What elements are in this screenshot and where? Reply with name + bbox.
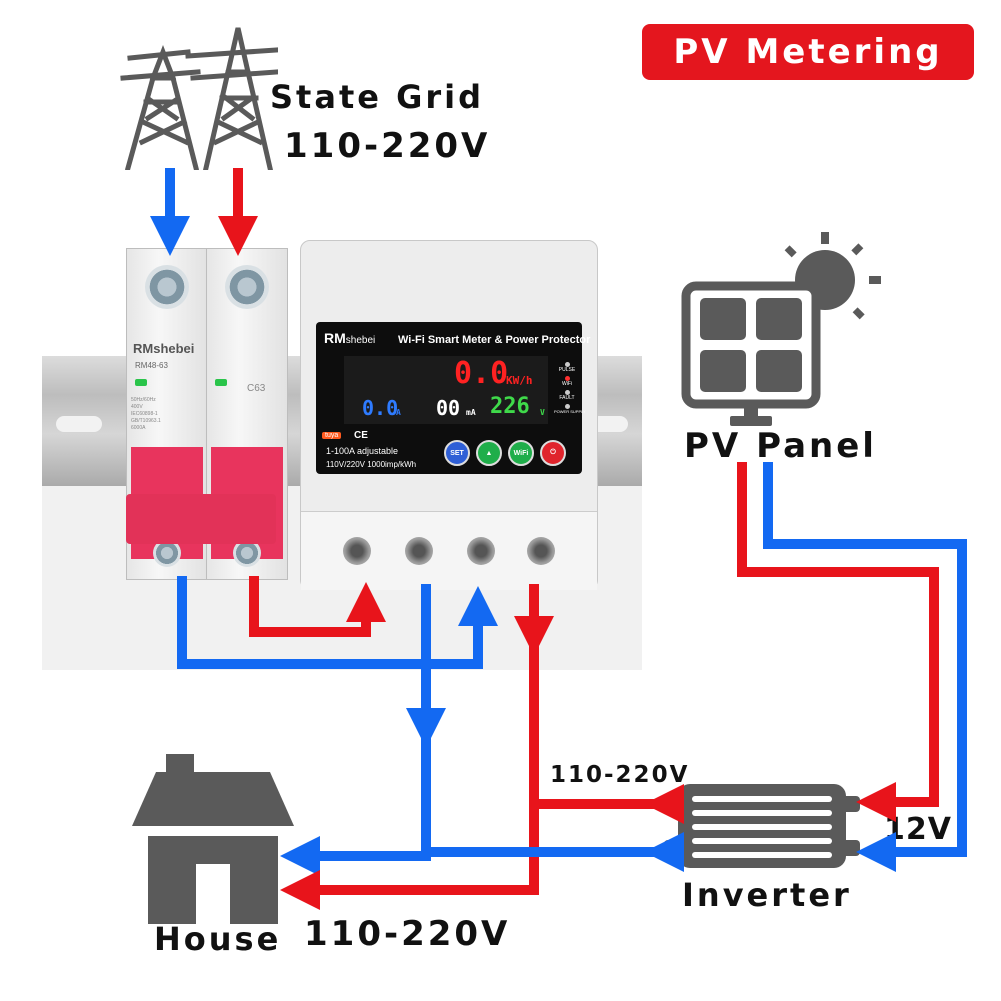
inverter-ac-voltage: 110-220V xyxy=(550,762,690,788)
wifi-button[interactable]: WiFi xyxy=(508,440,534,466)
power-button[interactable]: ⏻ xyxy=(540,440,566,466)
pv-metering-badge: PV Metering xyxy=(642,24,974,80)
pv-positive-wire xyxy=(737,462,939,822)
terminal-hole-icon xyxy=(527,537,555,565)
house-label: House xyxy=(154,920,282,958)
terminal-hole-icon xyxy=(405,537,433,565)
range-text: 1-100A adjustable xyxy=(326,446,399,456)
breaker-specs: 50Hz/60Hz 400V IEC60898-1 GB/T10963.1 60… xyxy=(131,397,161,431)
indicator-column: PULSE WiFi FAULT POWER SUPPLY xyxy=(554,362,586,414)
energy-unit: KW/h xyxy=(506,374,533,387)
leak-unit: mA xyxy=(466,408,476,417)
voltage-unit: V xyxy=(540,408,545,417)
spec-text: 110V/220V 1000imp/kWh xyxy=(326,460,417,469)
state-grid-label: State Grid xyxy=(270,78,484,116)
indicator-power: POWER SUPPLY xyxy=(554,409,586,414)
inverter-icon xyxy=(664,784,860,868)
tuya-logo: tuya xyxy=(322,432,342,439)
breaker-neutral-to-meter xyxy=(177,576,498,669)
meter-front-panel: RMshebei Wi-Fi Smart Meter & Power Prote… xyxy=(316,322,590,474)
breaker-brand: shebei xyxy=(153,341,195,356)
breaker-model: RM48-63 xyxy=(135,361,168,370)
status-led-icon xyxy=(135,379,147,386)
energy-value: 0.0 xyxy=(454,356,509,391)
house-live-feed xyxy=(280,636,539,910)
meter-title: Wi-Fi Smart Meter & Power Protector xyxy=(398,334,591,346)
indicator-pulse: PULSE xyxy=(558,367,576,373)
breaker-brand-r: RM xyxy=(133,341,154,356)
indicator-wifi: WiFi xyxy=(562,381,572,387)
ce-mark: CE xyxy=(354,430,368,441)
breaker-handle-bar[interactable] xyxy=(126,494,276,544)
house-neutral-feed xyxy=(280,728,431,876)
terminal-screw-icon xyxy=(225,265,269,309)
state-grid-voltage: 110-220V xyxy=(284,126,491,166)
meter-brand: RMshebei xyxy=(324,330,376,346)
pv-negative-wire xyxy=(763,462,967,872)
pv-panel-label: PV Panel xyxy=(684,426,877,466)
current-unit: A xyxy=(396,408,401,417)
current-value: 0.0 xyxy=(362,396,399,420)
house-voltage: 110-220V xyxy=(304,914,511,954)
set-button[interactable]: SET xyxy=(444,440,470,466)
terminal-hole-icon xyxy=(343,537,371,565)
solar-panel-icon xyxy=(681,232,881,426)
inverter-label: Inverter xyxy=(682,876,852,914)
voltage-value: 226 xyxy=(490,394,530,419)
terminal-hole-icon xyxy=(467,537,495,565)
power-tower-icon xyxy=(120,27,278,170)
status-led-icon xyxy=(215,379,227,386)
up-button[interactable]: ▲ xyxy=(476,440,502,466)
terminal-screw-icon xyxy=(145,265,189,309)
breaker-rating: C63 xyxy=(247,383,266,394)
indicator-fault: FAULT xyxy=(559,395,575,401)
lcd-display: 0.0 KW/h 0.0 A 00 mA 226 V xyxy=(344,356,548,424)
breaker-live-to-meter xyxy=(249,576,386,637)
leak-value: 00 xyxy=(436,396,461,420)
house-icon xyxy=(132,754,294,924)
